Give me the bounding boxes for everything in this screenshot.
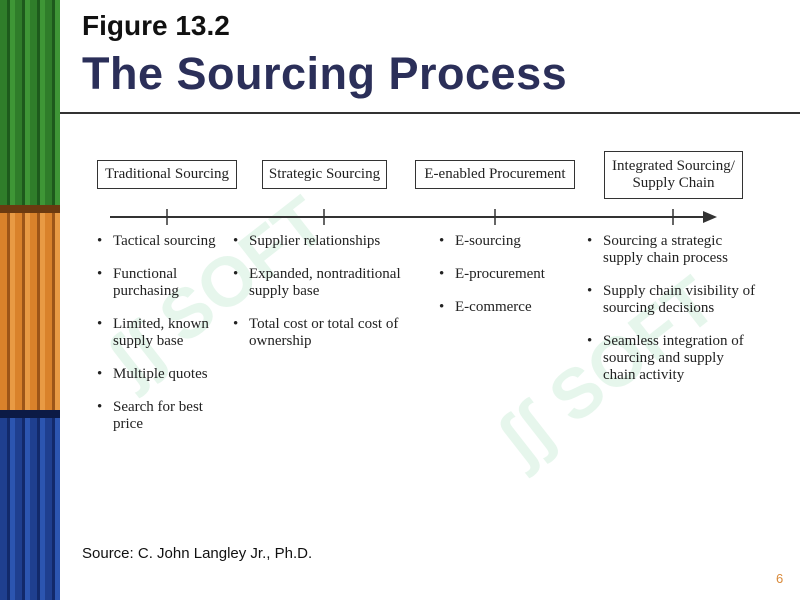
- list-item: Multiple quotes: [97, 366, 232, 383]
- list-item: E-sourcing: [439, 233, 574, 250]
- stage-items-e-enabled: E-sourcing E-procurement E-commerce: [439, 233, 574, 332]
- stage-label: Integrated Sourcing/ Supply Chain: [612, 158, 735, 191]
- stage-items-traditional: Tactical sourcing Functional purchasing …: [97, 233, 232, 449]
- orange-container-image: [0, 205, 60, 410]
- stage-items-strategic: Supplier relationships Expanded, nontrad…: [233, 233, 418, 366]
- list-item: Seamless integration of sourcing and sup…: [587, 333, 753, 384]
- list-item: Supplier relationships: [233, 233, 418, 250]
- page-number: 6: [776, 571, 784, 586]
- list-item: E-procurement: [439, 266, 574, 283]
- blue-container-image: [0, 410, 60, 600]
- figure-label: Figure 13.2: [82, 10, 230, 41]
- list-item: Tactical sourcing: [97, 233, 232, 250]
- green-container-image: [0, 0, 60, 205]
- source-citation: Source: C. John Langley Jr., Ph.D.: [82, 545, 313, 562]
- stage-box-integrated-sourcing: Integrated Sourcing/ Supply Chain: [604, 151, 743, 199]
- stage-label: Strategic Sourcing: [268, 166, 381, 182]
- stage-box-e-enabled-procurement: E-enabled Procurement: [415, 160, 575, 189]
- list-item: Sourcing a strategic supply chain proces…: [587, 233, 753, 267]
- slide-title: The Sourcing Process: [82, 48, 568, 99]
- list-item: Functional purchasing: [97, 266, 213, 300]
- stage-box-traditional-sourcing: Traditional Sourcing: [97, 160, 237, 189]
- list-item: Expanded, nontraditional supply base: [233, 266, 419, 300]
- stage-box-strategic-sourcing: Strategic Sourcing: [262, 160, 387, 189]
- list-item: E-commerce: [439, 299, 574, 316]
- stage-items-integrated: Sourcing a strategic supply chain proces…: [587, 233, 767, 400]
- side-decorative-strip: [0, 0, 60, 600]
- stage-label: Traditional Sourcing: [104, 166, 230, 182]
- list-item: Total cost or total cost of ownership: [233, 316, 419, 350]
- list-item: Supply chain visibility of sourcing deci…: [587, 283, 763, 317]
- stage-label: E-enabled Procurement: [424, 166, 566, 182]
- list-item: Search for best price: [97, 399, 223, 433]
- list-item: Limited, known supply base: [97, 316, 223, 350]
- timeline-arrowhead: [703, 211, 717, 223]
- title-divider: [60, 112, 800, 114]
